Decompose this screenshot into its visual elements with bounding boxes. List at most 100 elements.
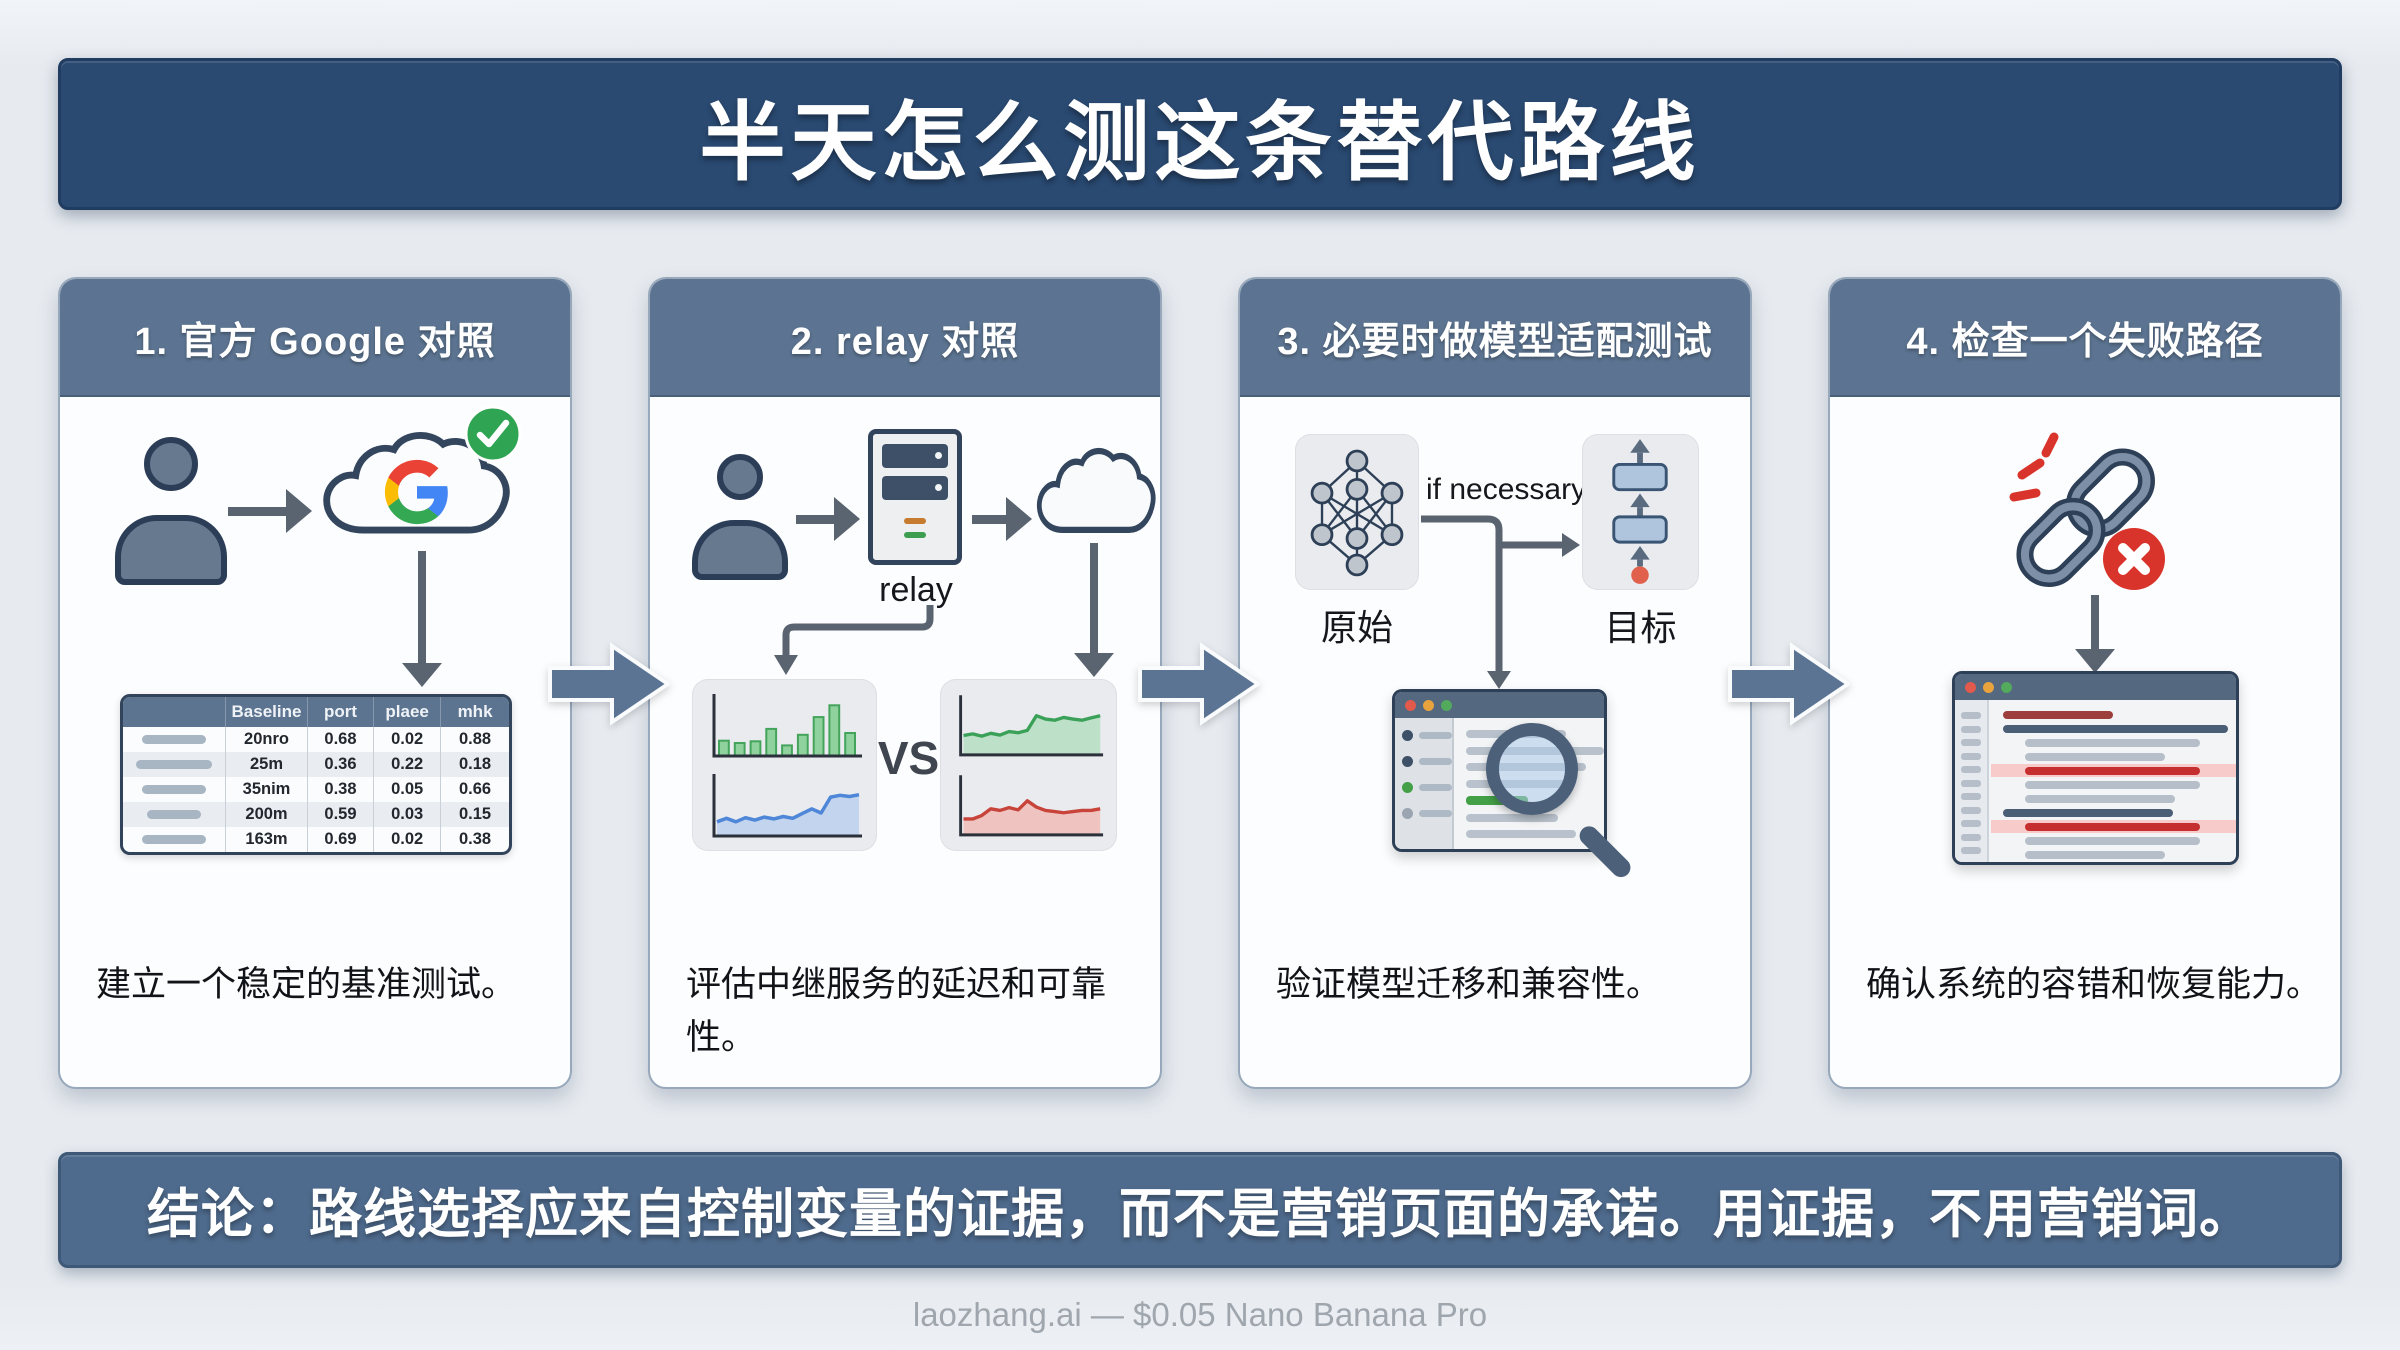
- code-bar: [2003, 724, 2228, 733]
- table-cell: 0.18: [458, 755, 492, 773]
- panel-3-inner: 3. 必要时做模型适配测试 原始 if necessary: [1240, 279, 1750, 1087]
- table-header-cell: mhk: [440, 697, 509, 727]
- blue-line-chart: [712, 774, 862, 838]
- placeholder-bar: [142, 785, 207, 794]
- down-arrow-icon: [2075, 595, 2115, 673]
- error-highlight-line: [1991, 764, 2236, 777]
- title-bar: 半天怎么测这条替代路线: [58, 58, 2342, 210]
- table-header-cell: [123, 697, 227, 727]
- table-cell: 0.05: [373, 777, 442, 802]
- code-line: [1991, 722, 2236, 735]
- code-bar: [2025, 836, 2200, 845]
- window-titlebar: [1395, 692, 1604, 718]
- table-cell: 20nro: [225, 727, 308, 752]
- window-sidebar: [1395, 718, 1454, 849]
- panel-1-header: 1. 官方 Google 对照: [60, 279, 570, 397]
- table-cell: 0.66: [458, 780, 492, 798]
- line-number-pill: [1961, 725, 1981, 733]
- table-cell: 163m: [225, 827, 308, 852]
- placeholder-bar: [147, 810, 202, 819]
- row-label-cell: [123, 752, 227, 777]
- panel-model-adapt: 3. 必要时做模型适配测试 原始 if necessary: [1238, 277, 1752, 1089]
- relay-chart-card: [692, 679, 877, 851]
- panel-2-inner: 2. relay 对照 relay: [650, 279, 1160, 1087]
- code-bar: [2025, 822, 2200, 831]
- line-number-pill: [1961, 847, 1981, 854]
- table-header-cell: Baseline: [225, 697, 308, 727]
- table-cell: 0.02: [373, 727, 442, 752]
- row-label-cell: [123, 827, 227, 852]
- code-lines: [1991, 700, 2236, 862]
- table-cell: 0.38: [458, 830, 492, 848]
- target-label: 目标: [1604, 607, 1677, 648]
- table-cell: 35nim: [225, 777, 308, 802]
- flow-arrow-2: [1138, 642, 1260, 726]
- panel-4-header: 4. 检查一个失败路径: [1830, 279, 2340, 397]
- footer-credit: laozhang.ai — $0.05 Nano Banana Pro: [912, 1296, 1488, 1333]
- line-number-pill: [1961, 712, 1981, 719]
- close-traffic-light-icon: [1965, 681, 1976, 693]
- table-cell: 200m: [225, 802, 308, 827]
- neural-network-icon: [1310, 449, 1404, 577]
- vs-label: VS: [877, 732, 940, 784]
- broken-chain-icon: [2009, 432, 2165, 590]
- table-header-cell: plaee: [373, 697, 442, 727]
- panel-4-caption: 确认系统的容错和恢复能力。: [1866, 965, 2322, 1004]
- line-number-pill: [1961, 779, 1981, 787]
- error-log-window: [1952, 671, 2239, 865]
- line-number-pill: [1961, 739, 1981, 746]
- code-bar: [2025, 850, 2165, 859]
- panel-1-caption: 建立一个稳定的基准测试。: [96, 965, 517, 1004]
- google-g-logo-icon: [384, 459, 448, 525]
- code-line: [1991, 750, 2236, 763]
- panel-relay-compare: 2. relay 对照 relay: [648, 277, 1162, 1089]
- cloud-icon: [1036, 448, 1156, 534]
- table-cell: 0.69: [307, 827, 375, 852]
- minimize-traffic-light-icon: [1983, 681, 1994, 693]
- magnifier-icon: [1486, 723, 1635, 882]
- official-chart-card: [940, 679, 1117, 851]
- table-cell: 0.36: [307, 752, 375, 777]
- code-line: [1991, 848, 2236, 861]
- table-cell: 0.38: [307, 777, 375, 802]
- source-label: 原始: [1320, 607, 1393, 648]
- red-line-chart: [959, 775, 1104, 837]
- code-line: [1991, 806, 2236, 819]
- conclusion-bar: 结论：路线选择应来自控制变量的证据，而不是营销页面的承诺。用证据，不用营销词。: [58, 1152, 2342, 1268]
- user-icon: [692, 454, 788, 580]
- table-cell: 0.88: [458, 730, 492, 748]
- conclusion-text: 结论：路线选择应来自控制变量的证据，而不是营销页面的承诺。用证据，不用营销词。: [147, 1185, 2253, 1244]
- code-bar: [2025, 752, 2165, 761]
- code-bar: [2003, 710, 2113, 719]
- break-spark-icon: [2009, 432, 2059, 502]
- placeholder-bar: [142, 835, 207, 844]
- relay-label: relay: [879, 571, 953, 609]
- code-bar: [2025, 780, 2200, 789]
- pipeline-icon: [1612, 439, 1668, 584]
- line-number-pill: [1961, 752, 1981, 760]
- relay-server-icon: [868, 429, 962, 565]
- green-bar-chart: [712, 694, 862, 758]
- minimize-traffic-light-icon: [1423, 699, 1434, 711]
- green-line-chart: [959, 695, 1104, 757]
- user-head: [144, 437, 198, 491]
- right-arrow-icon: [972, 497, 1032, 541]
- zoom-traffic-light-icon: [1441, 699, 1452, 711]
- table-cell: 25m: [225, 752, 308, 777]
- user-torso: [115, 515, 227, 585]
- if-necessary-label: if necessary: [1426, 473, 1587, 506]
- page-title: 半天怎么测这条替代路线: [699, 94, 1701, 191]
- panel-failure-path: 4. 检查一个失败路径: [1828, 277, 2342, 1089]
- error-highlight-line: [1991, 820, 2236, 833]
- code-bar: [2025, 738, 2200, 747]
- right-arrow-icon: [796, 497, 860, 541]
- line-number-pill: [1961, 766, 1981, 773]
- code-line: [1991, 778, 2236, 791]
- code-bar: [2025, 794, 2175, 803]
- table-cell: 0.68: [307, 727, 375, 752]
